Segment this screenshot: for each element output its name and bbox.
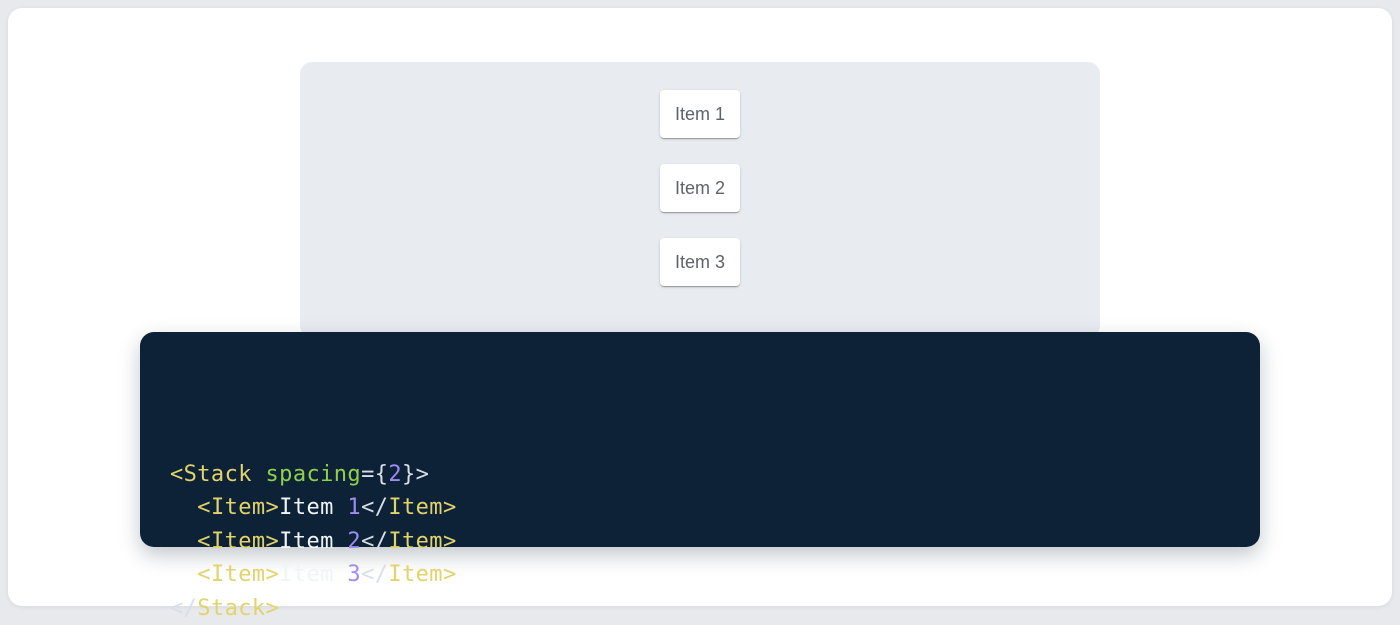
code-line-2: <Item>Item 1</Item>: [170, 491, 1230, 525]
code-token: [170, 529, 197, 554]
code-line-1: <Stack spacing={2}>: [170, 458, 1230, 492]
code-token: 2: [388, 462, 402, 487]
stack-item-label: Item 2: [675, 178, 725, 199]
code-token: </: [361, 562, 388, 587]
code-line-5: </Stack>: [170, 592, 1230, 625]
code-token: <Stack: [170, 462, 266, 487]
code-token: Item>: [388, 495, 456, 520]
code-token: 1: [347, 495, 361, 520]
code-token: [170, 562, 197, 587]
code-token: </: [170, 596, 197, 621]
code-line-4: <Item>Item 3</Item>: [170, 558, 1230, 592]
code-line-3: <Item>Item 2</Item>: [170, 525, 1230, 559]
code-token: ={: [361, 462, 388, 487]
code-token: 3: [347, 562, 361, 587]
code-token: <Item>: [197, 529, 279, 554]
code-token: }>: [402, 462, 429, 487]
code-token: Item: [279, 529, 347, 554]
code-token: </: [361, 529, 388, 554]
code-token: Item>: [388, 529, 456, 554]
code-token: <Item>: [197, 562, 279, 587]
code-token: [170, 495, 197, 520]
code-token: Stack>: [197, 596, 279, 621]
stack-item-1: Item 1: [660, 90, 740, 138]
code-token: </: [361, 495, 388, 520]
stack-item-3: Item 3: [660, 238, 740, 286]
code-token: Item>: [388, 562, 456, 587]
code-block: <Stack spacing={2}> <Item>Item 1</Item> …: [140, 332, 1260, 547]
stack-item-label: Item 1: [675, 104, 725, 125]
code-token: <Item>: [197, 495, 279, 520]
stack-item-2: Item 2: [660, 164, 740, 212]
code-content: <Stack spacing={2}> <Item>Item 1</Item> …: [170, 357, 1230, 625]
code-token: spacing: [266, 462, 362, 487]
code-token: Item: [279, 562, 347, 587]
demo-panel: Item 1 Item 2 Item 3: [300, 62, 1100, 338]
stack-item-label: Item 3: [675, 252, 725, 273]
code-token: 2: [347, 529, 361, 554]
code-token: Item: [279, 495, 347, 520]
